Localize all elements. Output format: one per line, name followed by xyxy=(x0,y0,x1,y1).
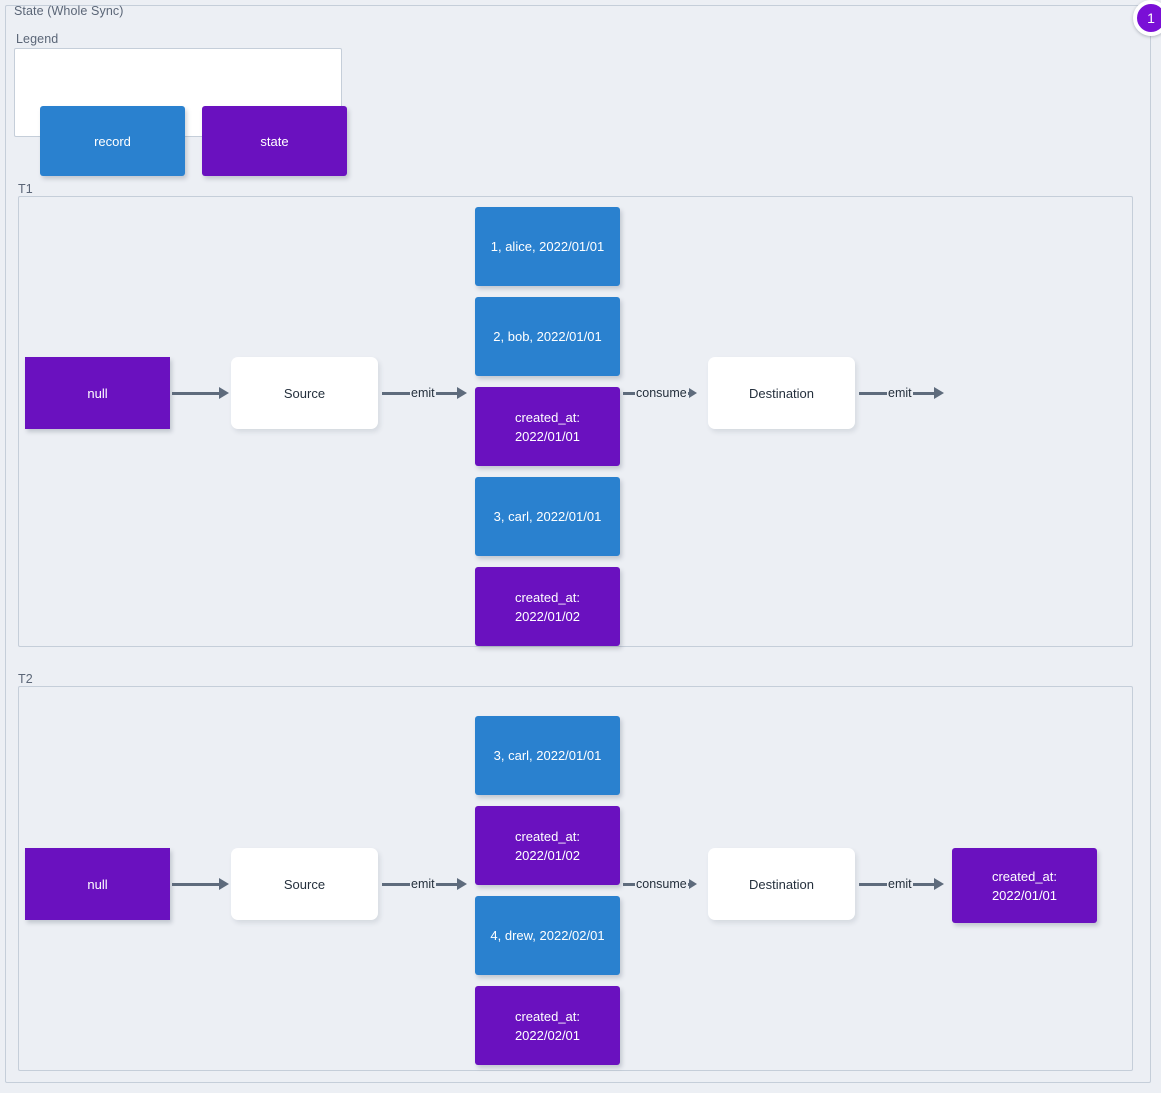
edge-line xyxy=(172,391,220,395)
legend-swatch-record: record xyxy=(40,106,185,176)
arrowhead-icon xyxy=(456,387,467,399)
t1-edge-consume: consume xyxy=(623,383,697,403)
t2-edge-state-to-source xyxy=(172,874,229,894)
arrowhead-icon xyxy=(933,878,944,890)
edge-label-emit: emit xyxy=(411,386,435,400)
t2-edge-source-emit: emit xyxy=(382,874,467,894)
page-title: State (Whole Sync) xyxy=(14,4,124,18)
arrowhead-icon xyxy=(688,388,697,398)
edge-line xyxy=(623,882,635,886)
t1-stream-record-3: 3, carl, 2022/01/01 xyxy=(475,477,620,556)
legend-cluster: record state xyxy=(14,48,347,176)
arrowhead-icon xyxy=(688,879,697,889)
t1-stream-record-1: 1, alice, 2022/01/01 xyxy=(475,207,620,286)
t2-stream-record-2: 4, drew, 2022/02/01 xyxy=(475,896,620,975)
t2-edge-destination-emit: emit xyxy=(859,874,944,894)
legend-title: Legend xyxy=(16,32,59,46)
edge-line xyxy=(382,882,410,886)
t1-edge-destination-emit: emit xyxy=(859,383,944,403)
arrowhead-icon xyxy=(219,387,229,399)
edge-line xyxy=(172,882,220,886)
t1-stream-state-1: created_at: 2022/01/01 xyxy=(475,387,620,466)
t1-edge-state-to-source xyxy=(172,383,229,403)
t1-initial-state-node: null xyxy=(25,357,170,429)
edge-label-emit: emit xyxy=(888,877,912,891)
legend-swatch-state: state xyxy=(202,106,347,176)
edge-line xyxy=(912,391,935,395)
edge-line xyxy=(912,882,935,886)
edge-line xyxy=(382,391,410,395)
t2-destination-node: Destination xyxy=(708,848,855,920)
t1-edge-source-emit: emit xyxy=(382,383,467,403)
edge-line xyxy=(859,882,887,886)
step-badge[interactable]: 1 xyxy=(1133,0,1161,36)
edge-line xyxy=(859,391,887,395)
t2-stream-state-2: created_at: 2022/02/01 xyxy=(475,986,620,1065)
t2-stream-record-1: 3, carl, 2022/01/01 xyxy=(475,716,620,795)
edge-line xyxy=(435,882,458,886)
edge-label-emit: emit xyxy=(888,386,912,400)
t1-destination-node: Destination xyxy=(708,357,855,429)
arrowhead-icon xyxy=(933,387,944,399)
t2-stream-state-1: created_at: 2022/01/02 xyxy=(475,806,620,885)
t2-source-node: Source xyxy=(231,848,378,920)
panel-title-t2: T2 xyxy=(18,672,33,686)
edge-label-consume: consume xyxy=(636,877,687,891)
edge-line xyxy=(435,391,458,395)
t2-edge-consume: consume xyxy=(623,874,697,894)
t1-source-node: Source xyxy=(231,357,378,429)
edge-label-consume: consume xyxy=(636,386,687,400)
t2-initial-state-node: null xyxy=(25,848,170,920)
t2-output-state-node: created_at: 2022/01/01 xyxy=(952,848,1097,923)
edge-label-emit: emit xyxy=(411,877,435,891)
t1-stream-record-2: 2, bob, 2022/01/01 xyxy=(475,297,620,376)
edge-line xyxy=(623,391,635,395)
panel-title-t1: T1 xyxy=(18,182,33,196)
arrowhead-icon xyxy=(456,878,467,890)
t1-stream-state-2: created_at: 2022/01/02 xyxy=(475,567,620,646)
arrowhead-icon xyxy=(219,878,229,890)
